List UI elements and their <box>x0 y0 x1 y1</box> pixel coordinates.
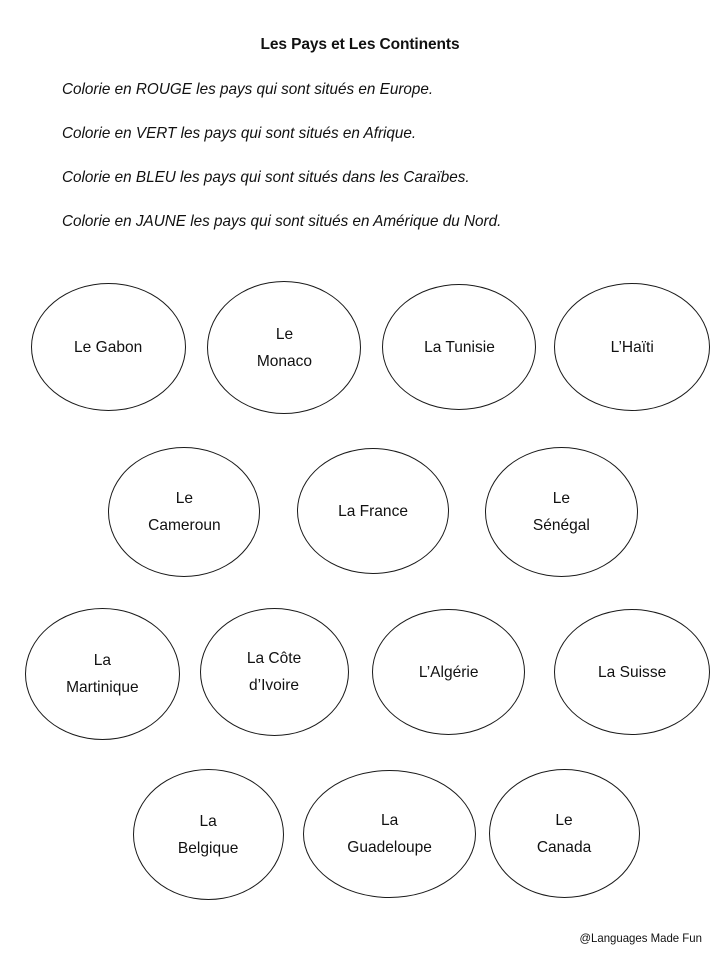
country-oval-label: La Guadeloupe <box>347 812 432 856</box>
country-oval-label: La Côte d’Ivoire <box>247 650 302 694</box>
page-title: Les Pays et Les Continents <box>260 36 460 54</box>
country-oval[interactable]: Le Canada <box>489 769 640 898</box>
country-oval-label: La Martinique <box>66 652 139 696</box>
country-oval[interactable]: La Belgique <box>133 769 284 900</box>
country-oval[interactable]: Le Gabon <box>31 283 186 411</box>
country-oval-label: Le Sénégal <box>533 490 590 534</box>
country-oval-label: La Tunisie <box>423 338 495 356</box>
country-oval[interactable]: Le Cameroun <box>108 447 260 577</box>
country-oval-label: La Belgique <box>178 812 239 857</box>
country-oval[interactable]: L’Algérie <box>372 609 525 735</box>
country-oval-label: Le Gabon <box>74 338 143 356</box>
footer-credit: @Languages Made Fun <box>579 931 702 945</box>
instructions-block: Colorie en ROUGE les pays qui sont situé… <box>62 82 682 258</box>
country-oval[interactable]: La Guadeloupe <box>303 770 476 898</box>
country-oval-label: La France <box>338 502 408 520</box>
country-oval[interactable]: La Suisse <box>554 609 710 735</box>
country-oval-label: Le Monaco <box>256 325 312 370</box>
country-oval[interactable]: La Côte d’Ivoire <box>200 608 349 736</box>
instruction-line-jaune: Colorie en JAUNE les pays qui sont situé… <box>62 213 502 230</box>
country-oval-label: La Suisse <box>597 663 667 681</box>
country-oval-label: L’Algérie <box>418 663 479 681</box>
country-oval-label: Le Canada <box>537 811 592 856</box>
country-oval[interactable]: La Martinique <box>25 608 180 740</box>
instruction-line-rouge: Colorie en ROUGE les pays qui sont situé… <box>62 81 434 98</box>
instruction-line-vert: Colorie en VERT les pays qui sont situés… <box>62 125 417 142</box>
country-oval[interactable]: L’Haïti <box>554 283 710 411</box>
country-oval[interactable]: Le Sénégal <box>485 447 638 577</box>
country-oval[interactable]: La France <box>297 448 449 574</box>
instruction-line-bleu: Colorie en BLEU les pays qui sont situés… <box>62 169 470 186</box>
country-oval[interactable]: La Tunisie <box>382 284 536 410</box>
country-oval[interactable]: Le Monaco <box>207 281 361 414</box>
country-oval-label: Le Cameroun <box>147 490 221 534</box>
country-oval-label: L’Haïti <box>610 338 654 356</box>
